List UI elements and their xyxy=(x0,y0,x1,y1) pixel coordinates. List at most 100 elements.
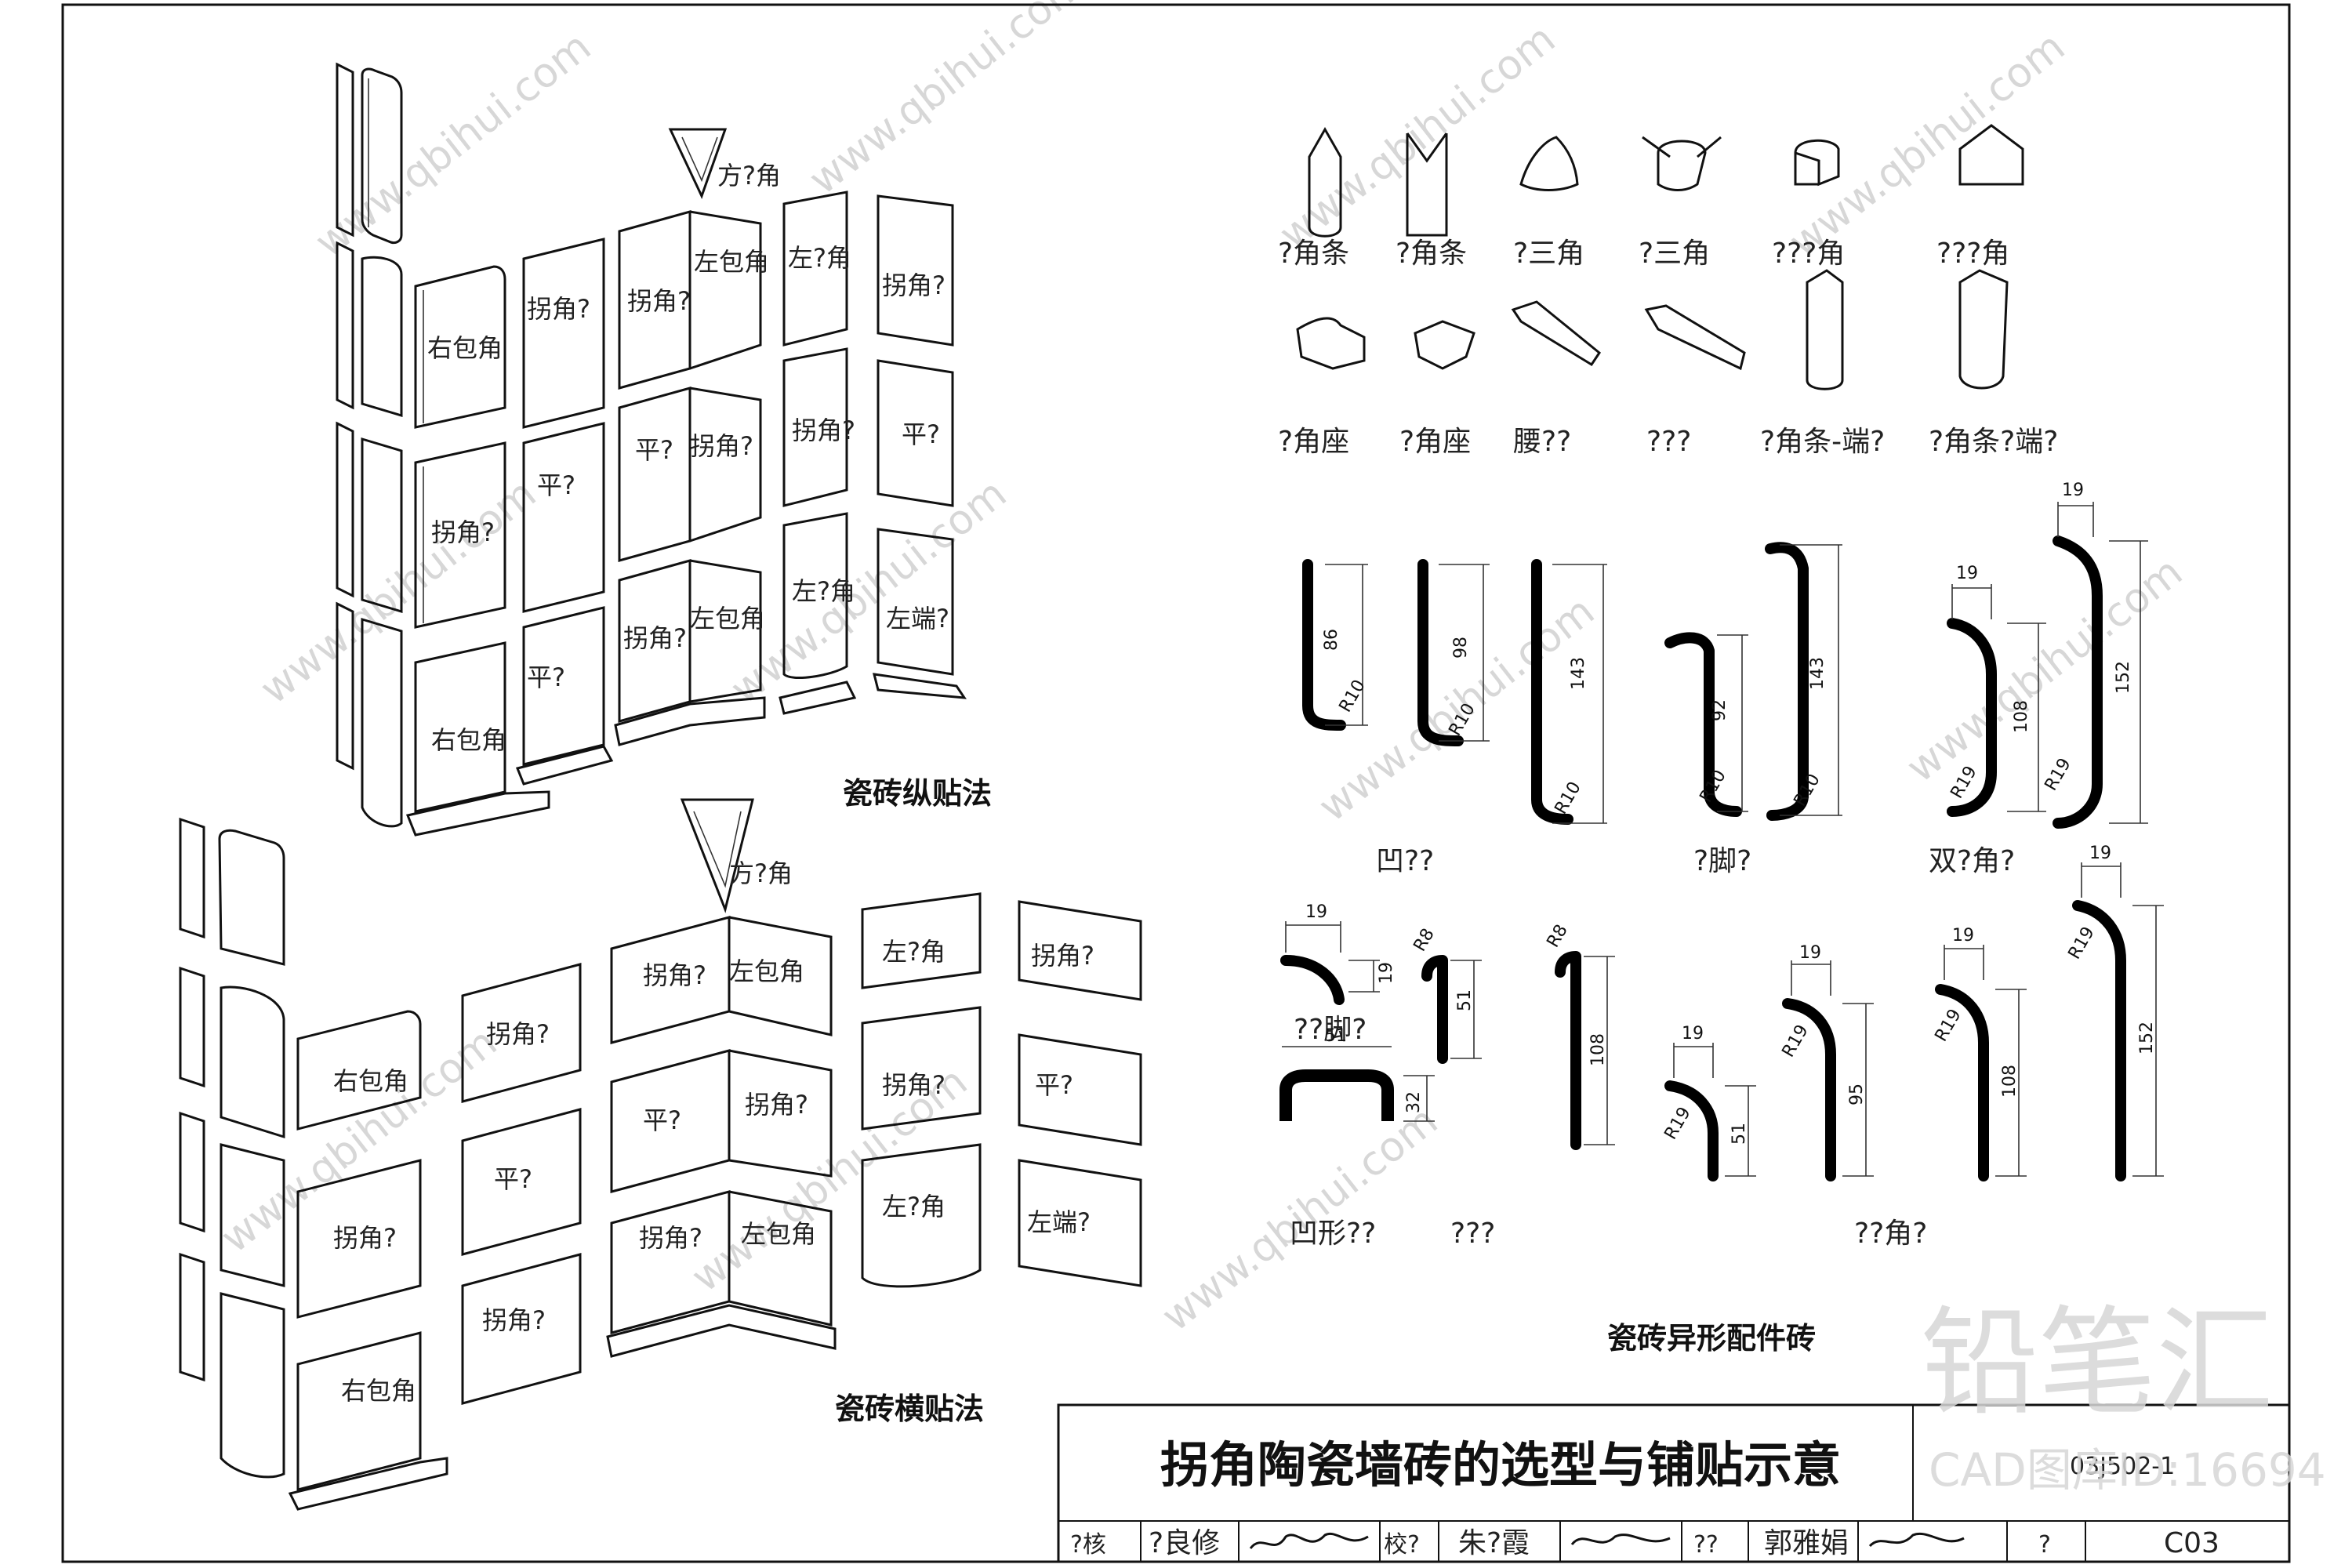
fittings-row-2-labels: ?角座 ?角座 腰?? ??? ?角条-端? ?角条?端? xyxy=(1278,426,2058,458)
fitting-label: ?角条 xyxy=(1396,238,1467,270)
tile-label: 左包角 xyxy=(694,247,769,277)
profile-section xyxy=(1947,618,1997,817)
title-block-cell: ?? xyxy=(1693,1531,1719,1559)
signature-mark xyxy=(1249,1532,1369,1549)
title-block: 拐角陶瓷墙砖的选型与铺贴示意 03J502-1 ?核 ?良修 校? 朱?霞 ??… xyxy=(1057,1403,2291,1563)
fitting-label: ?角条-端? xyxy=(1760,426,1885,458)
profile-section xyxy=(1421,955,1448,1064)
tile-label: 右包角 xyxy=(333,1066,408,1096)
fitting-label: ???角 xyxy=(1772,238,1845,270)
tile-label: 拐角? xyxy=(486,1019,550,1049)
dim-label: 143 xyxy=(1569,657,1588,690)
title-block-cell: ? xyxy=(2038,1531,2051,1559)
dim-label: 19 xyxy=(2062,481,2084,500)
dim-label: 92 xyxy=(1710,699,1730,721)
profile-group-label: 凹?? xyxy=(1376,845,1434,877)
profile-section xyxy=(1782,998,1836,1181)
tile-label: 右包角 xyxy=(427,333,503,363)
fitting-label: ???角 xyxy=(1936,238,2009,270)
fittings-row-1-labels: ?角条 ?角条 ?三角 ?三角 ???角 ???角 xyxy=(1278,238,2009,270)
dim-label: 51 xyxy=(1325,1026,1347,1046)
title-block-cell: ?良修 xyxy=(1149,1527,1220,1559)
profile-section xyxy=(1664,632,1742,817)
tile-label: 平? xyxy=(902,419,940,449)
tile-label: 拐角? xyxy=(643,960,706,990)
atlas-number: 03J502-1 xyxy=(2070,1453,2175,1480)
horizontal-method-drawing xyxy=(179,798,1142,1511)
title-block-cell: 朱?霞 xyxy=(1458,1527,1530,1559)
dim-label: 19 xyxy=(1682,1024,1704,1044)
dim-label: 19 xyxy=(1377,962,1396,984)
profile-group-label: ?脚? xyxy=(1693,845,1751,877)
profile-group-label: 双?角? xyxy=(1929,845,2015,877)
profile-group-label: ??? xyxy=(1450,1218,1495,1250)
fitting-label: ?角座 xyxy=(1278,426,1349,458)
tile-label: 平? xyxy=(494,1164,532,1194)
title-block-cell: 郭雅娟 xyxy=(1764,1527,1849,1559)
dim-label: 108 xyxy=(2000,1065,2020,1098)
tile-label: 拐角? xyxy=(482,1305,546,1335)
brand-logo-text: 铅笔汇 xyxy=(1921,1295,2274,1432)
dim-label: 108 xyxy=(1588,1033,1608,1066)
tile-label: 拐角? xyxy=(745,1090,808,1120)
profile-section xyxy=(1664,1080,1719,1181)
tile-label: 平? xyxy=(1035,1070,1073,1100)
vertical-method-drawing xyxy=(336,62,967,837)
dim-label: 143 xyxy=(1808,657,1828,690)
profile-section xyxy=(1935,984,1989,1181)
profile-group-label: 凹形?? xyxy=(1290,1218,1376,1250)
tile-label: 平? xyxy=(643,1105,681,1135)
signature-mark xyxy=(1868,1533,1965,1548)
fittings-row-2-drawings xyxy=(1296,269,2009,390)
fittings-row-1-drawings xyxy=(1308,124,2024,238)
dim-label: 19 xyxy=(1799,943,1821,963)
vertical-method-caption: 瓷砖纵贴法 xyxy=(843,776,992,811)
horizontal-method-caption: 瓷砖横贴法 xyxy=(835,1392,984,1426)
tile-label: 左?角 xyxy=(792,576,855,606)
vertical-tile-labels: 方?角 右包角 拐角? 拐角? 左包角 左?角 拐角? 拐角? 平? 平? 拐角… xyxy=(427,161,949,755)
tile-label: 平? xyxy=(537,470,575,500)
tile-label: 拐角? xyxy=(639,1223,702,1253)
tile-label: 拐角? xyxy=(333,1223,397,1253)
profile-section xyxy=(1531,559,1573,825)
fitting-label: ?角座 xyxy=(1399,426,1471,458)
profile-group-labels: 凹?? ?脚? 双?角? ??脚? 凹形?? ??? ??角? xyxy=(1290,845,2015,1250)
profile-section xyxy=(2053,535,2103,829)
tile-label: 拐角? xyxy=(690,431,753,461)
fitting-label: 腰?? xyxy=(1513,426,1571,458)
tile-label: 拐角? xyxy=(882,270,946,300)
tile-label: 拐角? xyxy=(882,1070,946,1100)
tile-label: 平? xyxy=(635,435,673,465)
dim-label: 19 xyxy=(1305,902,1327,922)
fitting-label: ??? xyxy=(1646,426,1691,458)
profile-section xyxy=(2072,900,2126,1181)
signature-mark xyxy=(1570,1534,1671,1546)
tile-label: 拐角? xyxy=(627,286,691,316)
profile-group-label: ??脚? xyxy=(1294,1014,1367,1046)
tile-label: 左?角 xyxy=(788,243,851,273)
tile-label: 平? xyxy=(527,662,565,692)
tile-label: 左包角 xyxy=(690,604,765,633)
dim-label: 51 xyxy=(1455,989,1475,1011)
tile-label: 拐角? xyxy=(431,517,495,547)
fitting-label: ?角条?端? xyxy=(1929,426,2058,458)
fitting-label: ?角条 xyxy=(1278,238,1349,270)
dim-label: 32 xyxy=(1404,1091,1424,1113)
horizontal-tile-labels: 方?角 右包角 拐角? 拐角? 左包角 左?角 拐角? 拐角? 平? 平? 拐角… xyxy=(333,858,1094,1406)
title-block-cell: ?核 xyxy=(1070,1531,1106,1559)
tile-label: 拐角? xyxy=(792,416,855,445)
dim-label: 86 xyxy=(1322,629,1341,651)
dim-label: 51 xyxy=(1730,1123,1749,1145)
tile-label: 左?角 xyxy=(882,937,946,967)
dim-label: 19 xyxy=(1952,926,1974,946)
profile-group-label: ??角? xyxy=(1854,1218,1927,1250)
dim-label: 152 xyxy=(2114,661,2133,694)
tile-label: 拐角? xyxy=(1031,941,1094,971)
tile-label: 左?角 xyxy=(882,1192,946,1221)
dim-label: 19 xyxy=(1956,564,1978,583)
tile-label: 左包角 xyxy=(729,956,804,986)
dim-label: 98 xyxy=(1451,637,1471,659)
profile-section xyxy=(1765,542,1809,821)
dim-label: 95 xyxy=(1847,1083,1867,1105)
